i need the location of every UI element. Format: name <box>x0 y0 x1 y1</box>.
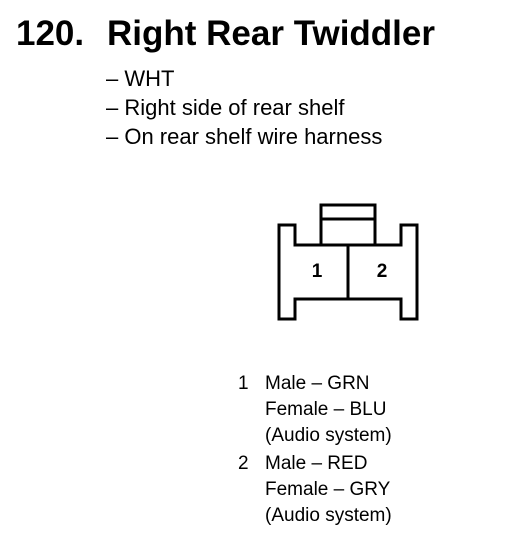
connector-housing <box>277 223 419 321</box>
pin-item: 2 Male – RED Female – GRY (Audio system) <box>238 451 392 529</box>
pin-female-wire: Female – GRY <box>265 479 391 500</box>
title-number: 120. <box>16 14 85 53</box>
detail-harness: – On rear shelf wire harness <box>106 124 383 149</box>
page-title: 120. Right Rear Twiddler <box>16 14 435 54</box>
connector-lock-tab <box>319 203 377 247</box>
pin-system: (Audio system) <box>265 505 392 526</box>
detail-location: – Right side of rear shelf <box>106 95 345 120</box>
pin-item: 1 Male – GRN Female – BLU (Audio system) <box>238 371 392 449</box>
pin-female-wire: Female – BLU <box>265 399 387 420</box>
pin-system: (Audio system) <box>265 425 392 446</box>
cavity-label-1: 1 <box>312 261 323 282</box>
pin-male-wire: Male – GRN <box>265 373 370 394</box>
pin-number: 2 <box>238 453 249 474</box>
title-name: Right Rear Twiddler <box>107 14 435 53</box>
detail-color: – WHT <box>106 66 175 91</box>
pin-male-wire: Male – RED <box>265 453 368 474</box>
pin-list: 1 Male – GRN Female – BLU (Audio system)… <box>238 371 392 531</box>
pin-number: 1 <box>238 373 249 394</box>
cavity-label-2: 2 <box>377 261 388 282</box>
connector-details: – WHT – Right side of rear shelf – On re… <box>106 64 382 151</box>
connector-diagram: 1 2 <box>277 203 419 321</box>
